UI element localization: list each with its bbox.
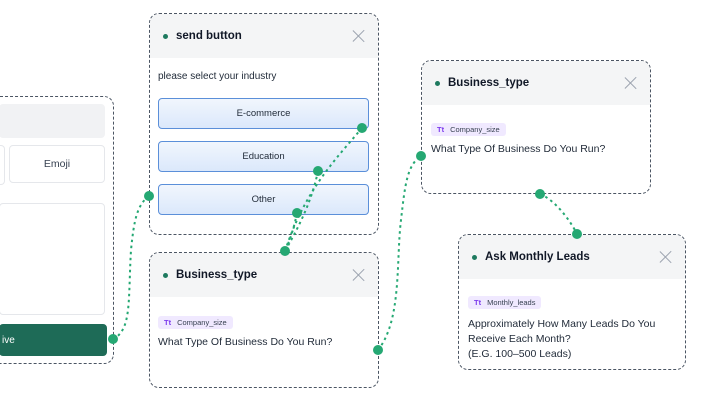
node-header[interactable]: Ask Monthly Leads xyxy=(459,235,685,279)
variable-chip: Tt Company_size xyxy=(431,123,506,136)
question-line: Approximately How Many Leads Do You xyxy=(468,318,656,330)
close-icon[interactable] xyxy=(624,76,638,90)
node-header[interactable]: Business_type xyxy=(422,61,650,105)
node-title: Business_type xyxy=(176,269,258,281)
business-type-node[interactable]: Business_type Tt Company_size What Type … xyxy=(149,252,379,388)
status-dot-icon xyxy=(163,272,168,278)
emoji-tab[interactable]: Emoji xyxy=(9,145,105,183)
text-variable-icon: Tt xyxy=(474,298,482,307)
node-title: send button xyxy=(176,30,242,42)
variable-name: Company_size xyxy=(177,318,227,327)
send-button-node[interactable]: send button please select your industry … xyxy=(149,13,379,235)
editor-tab-partial[interactable] xyxy=(0,145,5,185)
business-type-node[interactable]: Business_type Tt Company_size What Type … xyxy=(421,60,651,194)
save-button[interactable]: ive xyxy=(0,324,107,356)
option-e-commerce[interactable]: E-commerce xyxy=(158,98,369,129)
connector-business-type-to-business-type xyxy=(377,155,422,351)
variable-chip: Tt Company_size xyxy=(158,316,233,329)
variable-name: Monthly_leads xyxy=(487,298,536,307)
node-question: Approximately How Many Leads Do You Rece… xyxy=(468,317,683,362)
close-icon[interactable] xyxy=(659,250,673,264)
status-dot-icon xyxy=(435,80,440,86)
option-education[interactable]: Education xyxy=(158,141,369,172)
node-title: Business_type xyxy=(448,77,530,89)
status-dot-icon xyxy=(472,254,477,260)
node-question: What Type Of Business Do You Run? xyxy=(431,143,606,155)
question-line: Receive Each Month? xyxy=(468,333,571,345)
message-textarea[interactable] xyxy=(0,203,105,315)
ask-monthly-leads-node[interactable]: Ask Monthly Leads Tt Monthly_leads Appro… xyxy=(458,234,686,370)
node-header[interactable]: send button xyxy=(150,14,378,58)
editor-header xyxy=(0,104,105,138)
status-dot-icon xyxy=(163,33,168,39)
variable-name: Company_size xyxy=(450,125,500,134)
close-icon[interactable] xyxy=(352,268,366,282)
node-title: Ask Monthly Leads xyxy=(485,251,590,263)
connector-business-type-to-monthly-leads xyxy=(539,193,578,235)
variable-chip: Tt Monthly_leads xyxy=(468,296,542,309)
option-other[interactable]: Other xyxy=(158,184,369,215)
node-question: What Type Of Business Do You Run? xyxy=(158,336,333,348)
text-variable-icon: Tt xyxy=(437,125,445,134)
node-prompt: please select your industry xyxy=(158,71,277,82)
message-editor-panel: Emoji ive xyxy=(0,96,114,364)
connector-save-to-send xyxy=(112,195,150,340)
question-line: (E.G. 100–500 Leads) xyxy=(468,348,572,360)
text-variable-icon: Tt xyxy=(164,318,172,327)
close-icon[interactable] xyxy=(352,29,366,43)
node-header[interactable]: Business_type xyxy=(150,253,378,297)
